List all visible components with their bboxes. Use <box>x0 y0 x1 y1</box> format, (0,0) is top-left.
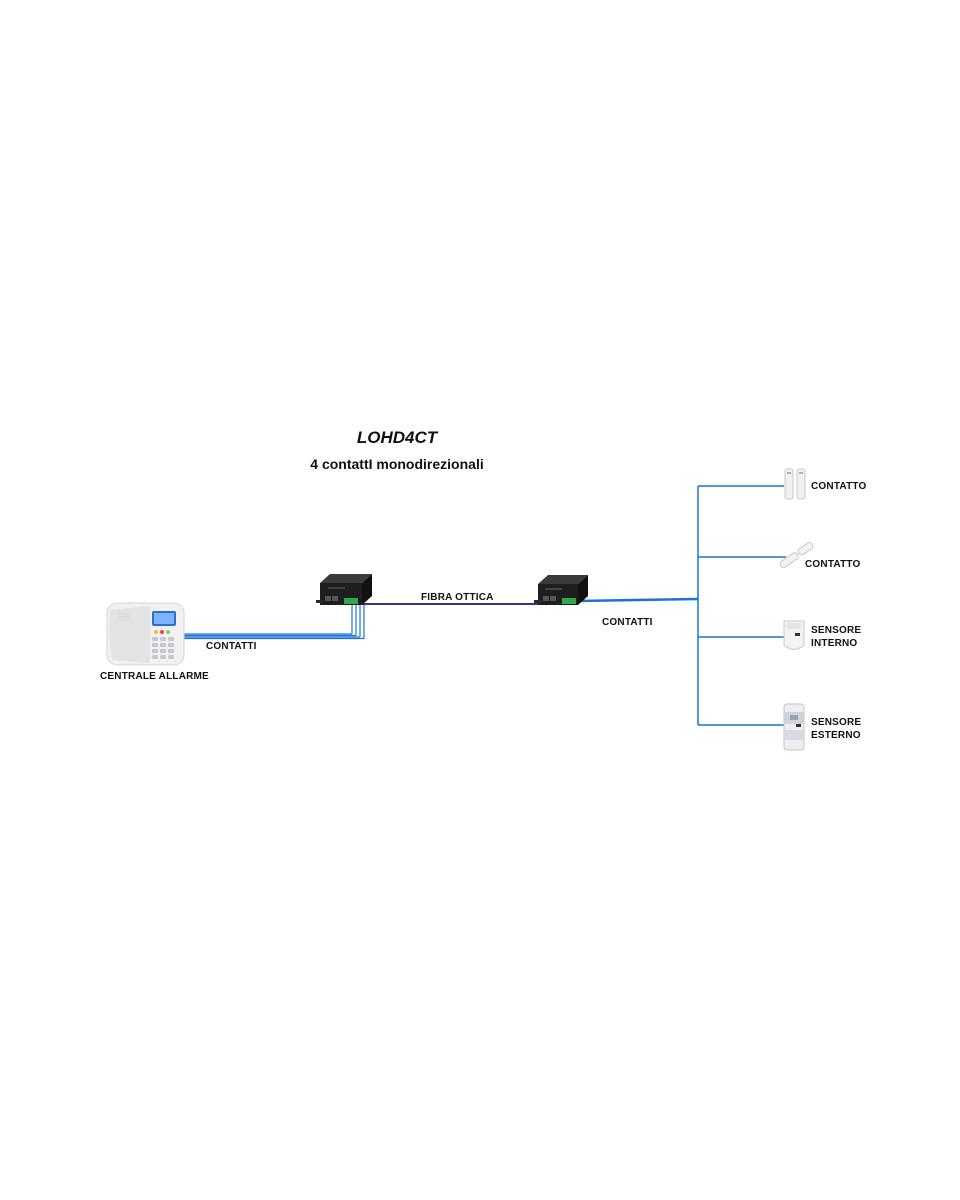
label-sensore-interno-line2: INTERNO <box>811 638 858 649</box>
right-contact-wires <box>577 485 786 726</box>
door-contact-icon <box>784 468 806 500</box>
label-centrale-allarme: CENTRALE ALLARME <box>100 671 209 682</box>
left-contact-wires <box>178 604 365 640</box>
label-contatto-1: CONTATTO <box>811 481 867 492</box>
label-sensore-esterno: SENSORE ESTERNO <box>811 716 861 742</box>
label-sensore-esterno-line1: SENSORE <box>811 717 862 728</box>
label-sensore-interno: SENSORE INTERNO <box>811 624 861 650</box>
label-contatti-right: CONTATTI <box>602 617 653 628</box>
diagram-subtitle: 4 contattI monodirezionali <box>310 456 484 472</box>
contact-sensor-icon <box>779 541 814 569</box>
pir-sensor-icon <box>783 620 805 650</box>
alarm-panel-icon <box>106 602 185 666</box>
label-contatto-2: CONTATTO <box>805 559 861 570</box>
label-fibra-ottica: FIBRA OTTICA <box>421 592 494 603</box>
label-sensore-interno-line1: SENSORE <box>811 625 862 636</box>
fiber-transmitter-icon <box>316 574 372 605</box>
outdoor-sensor-icon <box>783 703 805 751</box>
diagram-title: LOHD4CT <box>356 428 438 447</box>
label-contatti-left: CONTATTI <box>206 641 257 652</box>
label-sensore-esterno-line2: ESTERNO <box>811 730 861 741</box>
fiber-receiver-icon <box>534 575 588 605</box>
